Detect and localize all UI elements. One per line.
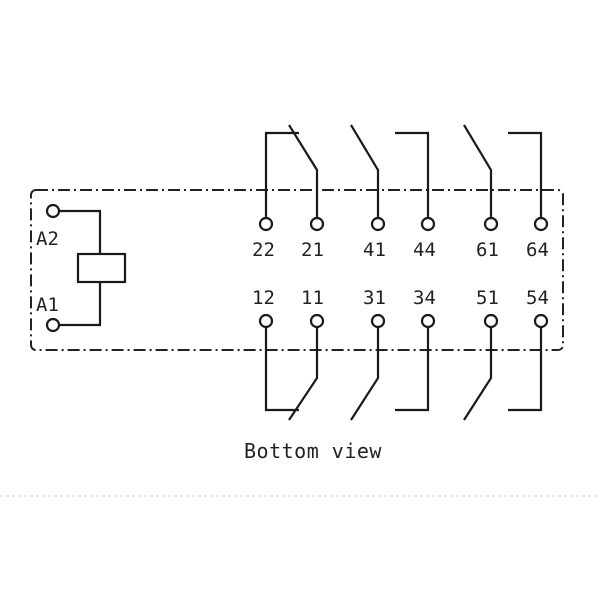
lower-no-contact-3 (508, 327, 543, 412)
pin-34 (420, 313, 436, 329)
diagram-caption: Bottom view (244, 439, 382, 463)
label-pin-44: 44 (413, 239, 436, 261)
label-pin-61: 61 (476, 239, 499, 261)
relay-housing-outline (30, 189, 564, 351)
lower-no-contact-2 (395, 327, 430, 412)
label-pin-21: 21 (301, 239, 324, 261)
coil-wire-a2 (59, 209, 102, 254)
label-pin-51: 51 (476, 287, 499, 309)
upper-nc-contact-1 (264, 131, 299, 218)
coil-terminal-a1-pin (45, 317, 61, 333)
coil-label-a1: A1 (36, 294, 59, 316)
upper-common-2 (350, 124, 380, 218)
pin-61 (483, 216, 499, 232)
lower-common-1 (288, 327, 319, 421)
pin-22 (258, 216, 274, 232)
pin-12 (258, 313, 274, 329)
coil-group: A2 A1 (36, 203, 127, 333)
pin-44 (420, 216, 436, 232)
label-pin-11: 11 (301, 287, 324, 309)
label-pin-12: 12 (252, 287, 275, 309)
upper-no-contact-3 (508, 131, 543, 218)
coil-body (76, 252, 127, 284)
contact-set-3: 61 64 51 54 (463, 124, 549, 421)
label-pin-34: 34 (413, 287, 436, 309)
coil-terminal-a2-pin (45, 203, 61, 219)
contact-set-1: 22 21 12 11 (252, 124, 325, 421)
label-pin-22: 22 (252, 239, 275, 261)
contact-set-2: 41 44 31 34 (350, 124, 436, 421)
pin-21 (309, 216, 325, 232)
upper-common-3 (463, 124, 493, 218)
pin-64 (533, 216, 549, 232)
lower-common-2 (350, 327, 380, 421)
lower-nc-contact-1 (264, 327, 299, 412)
pin-54 (533, 313, 549, 329)
label-pin-41: 41 (363, 239, 386, 261)
label-pin-54: 54 (526, 287, 549, 309)
lower-common-3 (463, 327, 493, 421)
upper-common-1 (288, 124, 319, 218)
pin-11 (309, 313, 325, 329)
coil-label-a2: A2 (36, 228, 59, 250)
pin-51 (483, 313, 499, 329)
upper-no-contact-2 (395, 131, 430, 218)
coil-wire-a1 (59, 282, 102, 327)
pin-31 (370, 313, 386, 329)
label-pin-64: 64 (526, 239, 549, 261)
pin-41 (370, 216, 386, 232)
label-pin-31: 31 (363, 287, 386, 309)
